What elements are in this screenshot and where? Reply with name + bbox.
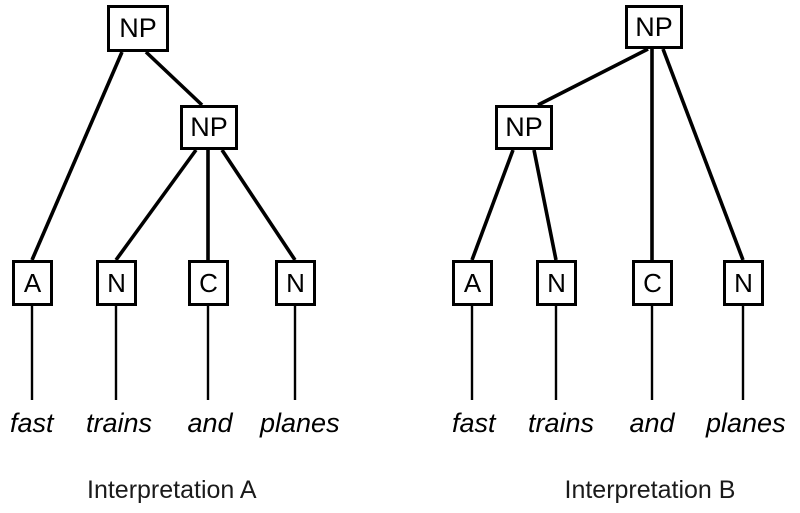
tree-node-b-leaf-4[interactable]: N bbox=[723, 260, 764, 306]
terminal-word-fast: fast bbox=[10, 408, 54, 438]
tree-branch-b-root-np-to-b-inner-np bbox=[537, 47, 649, 107]
tree-node-b-leaf-3[interactable]: C bbox=[632, 260, 673, 306]
terminal-word-planes: planes bbox=[260, 408, 340, 438]
tree-branch-b-inner-np-to-b-leaf-1 bbox=[470, 149, 515, 261]
tree-node-b-inner-np[interactable]: NP bbox=[495, 105, 553, 150]
tree-branch-b-inner-np-to-b-leaf-2 bbox=[532, 149, 558, 261]
terminal-word-and: and bbox=[187, 408, 233, 438]
tree-node-a-root-np[interactable]: NP bbox=[107, 5, 169, 52]
tree-node-a-leaf-2[interactable]: N bbox=[96, 260, 137, 306]
tree-branch-b-root-np-to-b-leaf-4 bbox=[661, 48, 745, 261]
terminal-word-trains: trains bbox=[528, 408, 595, 438]
branch-lines-group bbox=[30, 47, 745, 262]
terminal-word-fast: fast bbox=[452, 408, 496, 438]
tree-branch-a-root-np-to-a-inner-np bbox=[144, 50, 204, 107]
terminal-word-and: and bbox=[629, 408, 675, 438]
tree-branch-a-inner-np-to-a-leaf-4 bbox=[220, 149, 297, 261]
tree-branch-a-root-np-to-a-leaf-1 bbox=[30, 51, 124, 261]
tree-node-b-leaf-2[interactable]: N bbox=[536, 260, 577, 306]
tree-node-a-inner-np[interactable]: NP bbox=[180, 105, 238, 150]
tree-node-b-leaf-1[interactable]: A bbox=[452, 260, 493, 306]
caption-interpretation-b: Interpretation B bbox=[564, 476, 736, 504]
tree-node-b-root-np[interactable]: NP bbox=[625, 5, 683, 49]
terminal-word-trains: trains bbox=[86, 408, 153, 438]
caption-interpretation-a: Interpretation A bbox=[87, 476, 257, 504]
tree-node-a-leaf-1[interactable]: A bbox=[12, 260, 53, 306]
tree-branch-a-inner-np-to-a-leaf-2 bbox=[114, 148, 198, 262]
tree-node-a-leaf-4[interactable]: N bbox=[275, 260, 316, 306]
leaf-stem-lines-group bbox=[30, 306, 745, 400]
terminal-word-planes: planes bbox=[706, 408, 786, 438]
tree-node-a-leaf-3[interactable]: C bbox=[188, 260, 229, 306]
